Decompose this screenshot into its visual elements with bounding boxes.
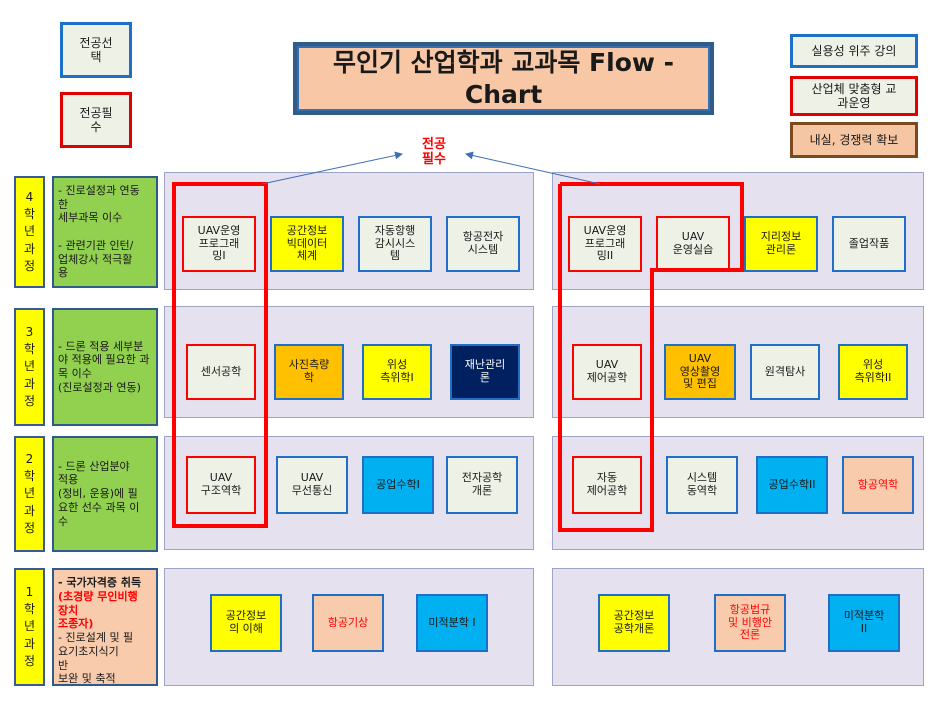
course-remote-sensing[interactable]: 원격탐사 <box>750 344 820 400</box>
course-label: 위성 측위학II <box>854 358 892 384</box>
year-4-label-text: 4 학 년 과 정 <box>23 189 36 274</box>
course-label: 공간정보 공학개론 <box>613 609 655 635</box>
course-engineering-math-2[interactable]: 공업수학II <box>756 456 828 514</box>
course-auto-navigation-surveillance[interactable]: 자동항행 감시시스 템 <box>358 216 432 272</box>
course-geospatial-engineering-intro[interactable]: 공간정보 공학개론 <box>598 594 670 652</box>
required-track-frame-left <box>172 182 268 528</box>
year-3-description: - 드론 적용 세부분 야 적용에 필요한 과 목 이수 (진로설정과 연동) <box>52 308 158 426</box>
course-label: 전자공학 개론 <box>461 471 503 497</box>
course-uav-wireless[interactable]: UAV 무선통신 <box>276 456 348 514</box>
legend-industry: 산업체 맞춤형 교 과운영 <box>790 76 918 116</box>
year-4-label: 4 학 년 과 정 <box>14 176 45 288</box>
course-calculus-1[interactable]: 미적분학 I <box>416 594 488 652</box>
legend-competitiveness: 내실, 경쟁력 확보 <box>790 122 918 158</box>
course-label: 항공법규 및 비행안 전론 <box>728 602 772 642</box>
year-1-description-cert: (초경량 무인비행 장치 조종자) <box>58 589 138 631</box>
course-calculus-2[interactable]: 미적분학 II <box>828 594 900 652</box>
required-label: 전공 필수 <box>404 137 464 168</box>
course-satellite-positioning-2[interactable]: 위성 측위학II <box>838 344 908 400</box>
year-2-description: - 드론 산업분야 적용 (정비, 운용)에 필 요한 선수 과목 이 수 <box>52 436 158 552</box>
course-label: UAV운영 프로그래 밍I <box>197 223 241 263</box>
course-uav-structural-mechanics[interactable]: UAV 구조역학 <box>186 456 256 514</box>
course-intro-electronics[interactable]: 전자공학 개론 <box>446 456 518 514</box>
course-label: 공간정보 빅데이터 체계 <box>286 223 328 263</box>
course-label: 사진측량 학 <box>288 358 330 384</box>
course-label: 미적분학 I <box>428 615 476 629</box>
course-satellite-positioning-1[interactable]: 위성 측위학I <box>362 344 432 400</box>
course-avionics[interactable]: 항공전자 시스템 <box>446 216 520 272</box>
year-1-description: - 국가자격증 취득 (초경량 무인비행 장치 조종자) - 진로설계 및 필 … <box>52 568 158 686</box>
required-label-text: 전공 필수 <box>422 137 446 167</box>
course-engineering-math-1[interactable]: 공업수학I <box>362 456 434 514</box>
legend-competitiveness-label: 내실, 경쟁력 확보 <box>809 132 899 147</box>
year-4-description: - 진로설정과 연동 한 세부과목 이수 - 관련기관 인턴/ 업체강사 적극활… <box>52 176 158 288</box>
course-sensor-engineering[interactable]: 센서공학 <box>186 344 256 400</box>
arrow-left-to-required <box>261 151 403 185</box>
legend-industry-label: 산업체 맞춤형 교 과운영 <box>811 81 897 110</box>
course-uav-video-editing[interactable]: UAV 영상촬영 및 편집 <box>664 344 736 400</box>
year-3-label: 3 학 년 과 정 <box>14 308 45 426</box>
course-label: 원격탐사 <box>764 364 806 378</box>
course-label: 항공기상 <box>327 615 369 629</box>
legend-elective-label: 전공선 택 <box>79 35 113 64</box>
course-label: UAV 제어공학 <box>586 358 628 384</box>
course-gis-management[interactable]: 지리정보 관리론 <box>744 216 818 272</box>
page-title-text: 무인기 산업학과 교과목 Flow - Chart <box>332 48 675 109</box>
year-2-label: 2 학 년 과 정 <box>14 436 45 552</box>
course-label: UAV 무선통신 <box>291 471 333 497</box>
course-aviation-meteorology[interactable]: 항공기상 <box>312 594 384 652</box>
course-label: 항공역학 <box>857 477 899 491</box>
course-label: UAV운영 프로그래 밍II <box>583 223 627 263</box>
course-label: UAV 영상촬영 및 편집 <box>679 351 721 391</box>
course-label: 공업수학I <box>376 477 420 491</box>
legend-required: 전공필 수 <box>60 92 132 148</box>
course-automatic-control[interactable]: 자동 제어공학 <box>572 456 642 514</box>
course-label: UAV 구조역학 <box>200 471 242 497</box>
year-1-label-text: 1 학 년 과 정 <box>23 584 36 669</box>
required-track-frame-right <box>558 182 744 532</box>
legend-required-label: 전공필 수 <box>79 105 113 134</box>
course-label: 항공전자 시스템 <box>462 230 504 256</box>
course-label: 졸업작품 <box>848 236 890 250</box>
course-label: 공업수학II <box>768 477 816 491</box>
course-uav-operation-practice[interactable]: UAV 운영실습 <box>656 216 730 272</box>
course-system-dynamics[interactable]: 시스템 동역학 <box>666 456 738 514</box>
course-aerodynamics[interactable]: 항공역학 <box>842 456 914 514</box>
year-3-description-text: - 드론 적용 세부분 야 적용에 필요한 과 목 이수 (진로설정과 연동) <box>58 339 150 394</box>
course-label: 공간정보 의 이해 <box>225 609 267 635</box>
legend-practical-label: 실용성 위주 강의 <box>811 43 897 58</box>
course-label: 자동 제어공학 <box>586 471 628 497</box>
course-capstone[interactable]: 졸업작품 <box>832 216 906 272</box>
course-label: 자동항행 감시시스 템 <box>374 223 416 263</box>
year-1-label: 1 학 년 과 정 <box>14 568 45 686</box>
course-uav-programming-2[interactable]: UAV운영 프로그래 밍II <box>568 216 642 272</box>
course-label: 시스템 동역학 <box>686 471 718 497</box>
course-aviation-law-safety[interactable]: 항공법규 및 비행안 전론 <box>714 594 786 652</box>
year-3-label-text: 3 학 년 과 정 <box>23 324 36 409</box>
course-disaster-management[interactable]: 재난관리 론 <box>450 344 520 400</box>
course-label: 미적분학 II <box>843 609 885 635</box>
legend-practical: 실용성 위주 강의 <box>790 34 918 68</box>
year-1-description-tail: - 진로설계 및 필 요기초지식기 반 보완 및 축적 <box>58 631 134 686</box>
course-spatial-info-intro[interactable]: 공간정보 의 이해 <box>210 594 282 652</box>
course-label: 센서공학 <box>200 364 242 378</box>
course-uav-programming-1[interactable]: UAV운영 프로그래 밍I <box>182 216 256 272</box>
year-2-description-text: - 드론 산업분야 적용 (정비, 운용)에 필 요한 선수 과목 이 수 <box>58 459 140 528</box>
year-2-label-text: 2 학 년 과 정 <box>23 451 36 536</box>
course-photogrammetry[interactable]: 사진측량 학 <box>274 344 344 400</box>
legend-elective: 전공선 택 <box>60 22 132 78</box>
course-label: 재난관리 론 <box>464 358 506 384</box>
course-label: UAV 운영실습 <box>672 230 714 256</box>
page-title: 무인기 산업학과 교과목 Flow - Chart <box>293 42 714 115</box>
course-label: 지리정보 관리론 <box>760 230 802 256</box>
course-label: 위성 측위학I <box>380 358 414 384</box>
course-uav-control[interactable]: UAV 제어공학 <box>572 344 642 400</box>
arrow-right-to-required <box>465 151 601 185</box>
year-1-description-head: - 국가자격증 취득 <box>58 576 142 589</box>
year-4-description-text: - 진로설정과 연동 한 세부과목 이수 - 관련기관 인턴/ 업체강사 적극활… <box>58 183 140 280</box>
course-spatial-bigdata[interactable]: 공간정보 빅데이터 체계 <box>270 216 344 272</box>
